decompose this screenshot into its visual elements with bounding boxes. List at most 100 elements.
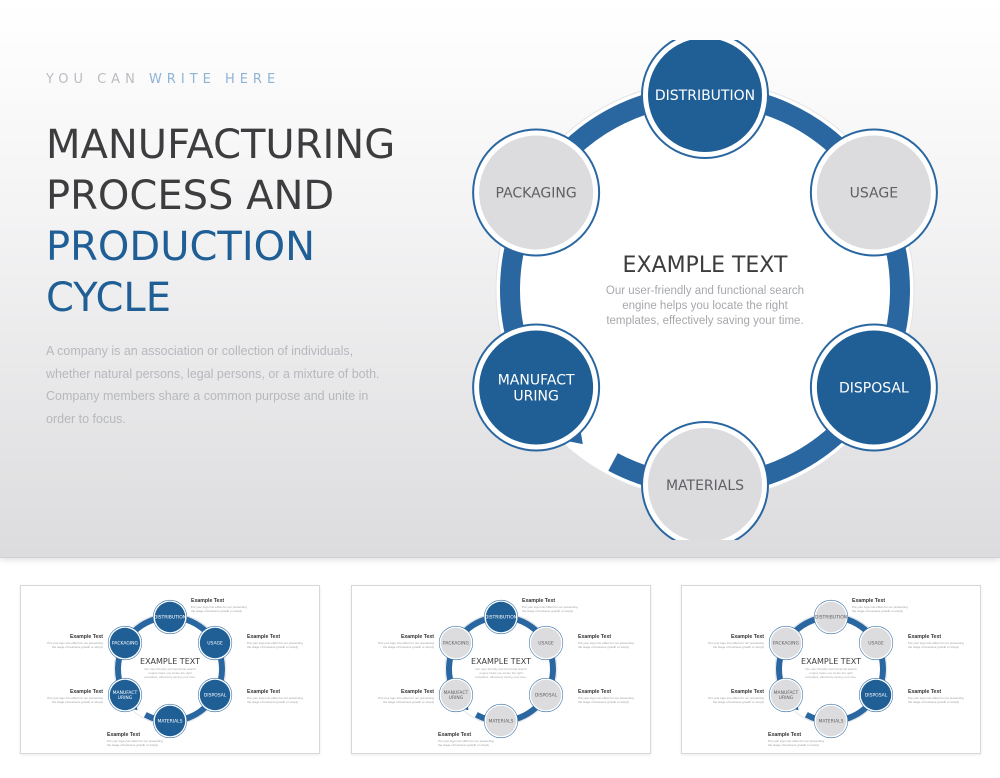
- stage-distribution[interactable]: DISTRIBUTION: [483, 599, 519, 635]
- thumb-caption-body: Put your logo into effect for our presen…: [908, 696, 964, 700]
- stage-packaging[interactable]: PACKAGING: [438, 625, 474, 661]
- stage-label: USAGE: [538, 641, 554, 647]
- thumb-caption-body: Put your logo into effect for our presen…: [578, 641, 634, 645]
- stage-label: DISTRIBUTION: [485, 615, 517, 621]
- thumb-caption-body: Put your logo into effect for our presen…: [768, 739, 824, 743]
- thumb-caption-body: Put your logo into effect for our presen…: [107, 739, 163, 743]
- thumb-caption-body: Put your logo into effect for our presen…: [852, 605, 908, 609]
- stage-label: DISPOSAL: [839, 380, 909, 396]
- stage-manufacturing[interactable]: MANUFACTURING: [768, 677, 804, 713]
- thumb-caption-body: the stage of business growth or simply: [52, 645, 104, 649]
- thumb-caption-heading: Example Text: [908, 634, 941, 640]
- thumb-caption-heading: Example Text: [438, 732, 471, 738]
- stage-usage[interactable]: USAGE: [528, 625, 564, 661]
- thumb-caption-body: the stage of business growth or simply: [383, 700, 435, 704]
- thumb-caption-body: the stage of business growth or simply: [713, 645, 765, 649]
- center-title: EXAMPLE TEXT: [801, 657, 861, 666]
- stage-label: DISTRIBUTION: [655, 88, 755, 104]
- thumb-caption-body: the stage of business growth or simply: [522, 609, 574, 613]
- center-title: EXAMPLE TEXT: [140, 657, 200, 666]
- stage-usage[interactable]: USAGE: [809, 128, 938, 257]
- stage-materials[interactable]: MATERIALS: [641, 421, 769, 540]
- center-body-line: Our user-friendly and functional search: [606, 285, 804, 297]
- stage-label: URING: [779, 695, 794, 701]
- stage-label: MANUFACT: [774, 690, 799, 696]
- stage-packaging[interactable]: PACKAGING: [768, 625, 804, 661]
- thumb-caption-body: Put your logo into effect for our presen…: [378, 696, 434, 700]
- center-title: EXAMPLE TEXT: [471, 657, 531, 666]
- thumb-caption-body: the stage of business growth or simply: [247, 700, 299, 704]
- stage-label: PACKAGING: [496, 185, 577, 201]
- stage-disposal[interactable]: DISPOSAL: [528, 677, 564, 713]
- stage-manufacturing[interactable]: MANUFACTURING: [107, 677, 143, 713]
- thumb-caption-body: the stage of business growth or simply: [908, 700, 960, 704]
- stage-label: MATERIALS: [157, 719, 182, 725]
- title-line-2: PROCESS AND: [46, 173, 335, 219]
- stage-distribution[interactable]: DISTRIBUTION: [152, 599, 188, 635]
- center-title: EXAMPLE TEXT: [623, 253, 788, 278]
- stage-label: PACKAGING: [773, 641, 800, 647]
- center-body-line: templates, effectively saving your time.: [805, 675, 857, 679]
- title-line-3: PRODUCTION: [46, 224, 316, 270]
- stage-label: DISPOSAL: [204, 693, 227, 699]
- thumb-caption-heading: Example Text: [578, 689, 611, 695]
- center-body-line: Our user-friendly and functional search: [475, 667, 527, 671]
- stage-label: USAGE: [868, 641, 884, 647]
- thumb-caption-body: the stage of business growth or simply: [852, 609, 904, 613]
- thumb-caption-heading: Example Text: [768, 732, 801, 738]
- thumb-caption-body: Put your logo into effect for our presen…: [708, 696, 764, 700]
- stage-usage[interactable]: USAGE: [858, 625, 894, 661]
- thumb-caption-body: the stage of business growth or simply: [107, 743, 159, 747]
- thumb-caption-body: the stage of business growth or simply: [191, 609, 243, 613]
- stage-disposal[interactable]: DISPOSAL: [197, 677, 233, 713]
- stage-distribution[interactable]: DISTRIBUTION: [641, 40, 769, 159]
- center-body-line: engine helps you locate the right: [622, 300, 788, 312]
- stage-disposal[interactable]: DISPOSAL: [858, 677, 894, 713]
- stage-label: DISPOSAL: [535, 693, 558, 699]
- stage-manufacturing[interactable]: MANUFACTURING: [438, 677, 474, 713]
- stage-manufacturing[interactable]: MANUFACTURING: [472, 323, 601, 452]
- stage-packaging[interactable]: PACKAGING: [472, 128, 601, 257]
- stage-label: MATERIALS: [666, 478, 744, 494]
- thumb-caption-heading: Example Text: [107, 732, 140, 738]
- stage-distribution[interactable]: DISTRIBUTION: [813, 599, 849, 635]
- stage-usage[interactable]: USAGE: [197, 625, 233, 661]
- stage-label: MATERIALS: [488, 719, 513, 725]
- thumb-caption-body: the stage of business growth or simply: [578, 645, 630, 649]
- stage-label: USAGE: [850, 185, 898, 201]
- stage-label: MATERIALS: [818, 719, 843, 725]
- stage-label: URING: [118, 695, 133, 701]
- thumb-caption-heading: Example Text: [731, 689, 764, 695]
- thumb-caption-heading: Example Text: [70, 689, 103, 695]
- thumb-caption-body: Put your logo into effect for our presen…: [578, 696, 634, 700]
- stage-materials[interactable]: MATERIALS: [813, 703, 849, 739]
- center-body-line: engine helps you locate the right: [809, 671, 852, 675]
- thumb-caption-body: Put your logo into effect for our presen…: [47, 641, 103, 645]
- thumb-caption-body: the stage of business growth or simply: [908, 645, 960, 649]
- thumb-caption-heading: Example Text: [731, 634, 764, 640]
- stage-label: URING: [513, 388, 558, 404]
- stage-label: DISPOSAL: [865, 693, 888, 699]
- thumb-caption-body: Put your logo into effect for our presen…: [191, 605, 247, 609]
- stage-materials[interactable]: MATERIALS: [483, 703, 519, 739]
- center-body-line: templates, effectively saving your time.: [475, 675, 527, 679]
- stage-label: DISTRIBUTION: [154, 615, 186, 621]
- stage-materials[interactable]: MATERIALS: [152, 703, 188, 739]
- stage-packaging[interactable]: PACKAGING: [107, 625, 143, 661]
- thumb-caption-heading: Example Text: [70, 634, 103, 640]
- stage-disposal[interactable]: DISPOSAL: [809, 323, 938, 452]
- main-slide: YOU CAN WRITE HERE MANUFACTURING PROCESS…: [0, 0, 1000, 558]
- thumb-caption-heading: Example Text: [908, 689, 941, 695]
- center-body-line: engine helps you locate the right: [479, 671, 522, 675]
- title-line-4: CYCLE: [46, 275, 171, 321]
